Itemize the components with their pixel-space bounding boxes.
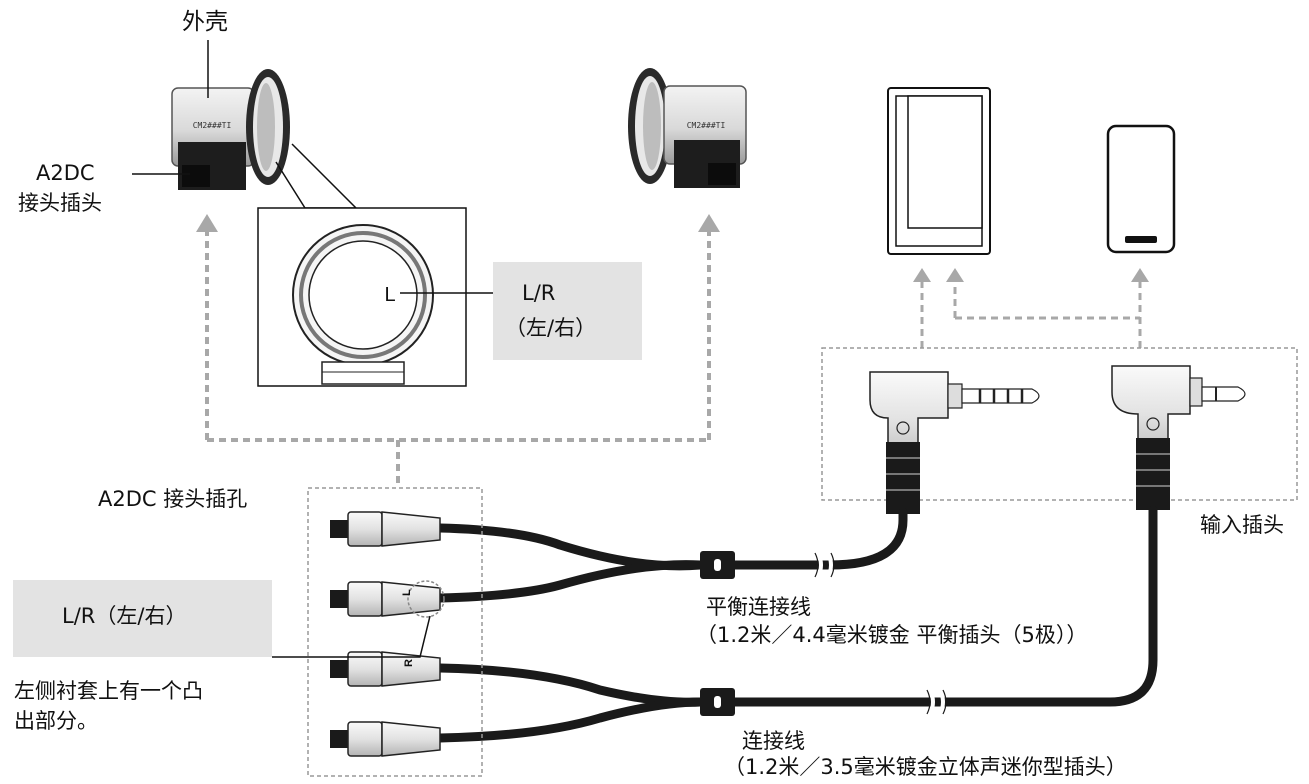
- lr-top-label-line1: L/R: [522, 281, 556, 305]
- smartphone-icon: [1106, 124, 1176, 254]
- dashed-path-to-devices: [920, 282, 1142, 348]
- cable-splitter-balanced: [700, 551, 735, 579]
- lr-left-label: L/R（左/右）: [62, 604, 187, 628]
- balanced-plug: [869, 371, 1040, 514]
- lr-left-leader-line: [272, 615, 431, 658]
- lr-top-box: [493, 262, 642, 360]
- cable-splitter-standard: [700, 688, 735, 716]
- left-note-line2: 出部分。: [14, 709, 98, 733]
- a2dc-connector-balanced-l: L: [330, 580, 445, 618]
- arrowhead-player-b: [946, 268, 964, 282]
- connector-mark-r: R: [403, 659, 415, 667]
- balanced-cable-label-line2: （1.2米／4.4毫米镀金 平衡插头（5极））: [696, 623, 1088, 647]
- a2dc-plug-label-line1: A2DC: [36, 161, 95, 185]
- ring-letter-l: L: [384, 284, 395, 306]
- cable-break-outline: [814, 552, 947, 715]
- arrowhead-right-earphone: [698, 214, 720, 232]
- earphone-right-model: CM2###TI: [687, 121, 726, 130]
- earphone-left-model: CM2###TI: [193, 121, 232, 130]
- balanced-cable-label-line1: 平衡连接线: [706, 595, 811, 619]
- zoom-callout-lines: [275, 143, 358, 209]
- connector-mark-l: L: [401, 589, 413, 596]
- a2dc-connector-balanced-r: [330, 511, 441, 547]
- left-note-line1: 左侧衬套上有一个凸: [14, 679, 203, 703]
- cables: [435, 505, 1158, 743]
- a2dc-connectors: L R: [330, 511, 445, 757]
- a2dc-jack-label: A2DC 接头插孔: [98, 487, 248, 511]
- cable-break-marks: [816, 552, 945, 715]
- lr-top-label-line2: （左/右）: [505, 316, 597, 340]
- stereo-mini-plug: [1111, 365, 1246, 510]
- earphone-right: CM2###TI: [628, 68, 747, 188]
- a2dc-connector-standard-l: [330, 721, 441, 757]
- arrowhead-phone: [1131, 268, 1149, 282]
- input-plug-label: 输入插头: [1200, 513, 1284, 537]
- lr-left-box: [13, 580, 272, 657]
- a2dc-connector-standard-r: R: [330, 651, 441, 687]
- a2dc-plug-label-line2: 接头插头: [18, 191, 102, 215]
- player-device-icon: [887, 87, 991, 255]
- zoomed-ring: L: [292, 224, 434, 385]
- arrowhead-player-a: [913, 268, 931, 282]
- std-cable-label-line2: （1.2米／3.5毫米镀金立体声迷你型插头）: [724, 755, 1127, 779]
- dashed-path-to-earphones: [205, 232, 711, 488]
- earphone-left: CM2###TI: [171, 69, 290, 190]
- shell-label: 外壳: [182, 9, 228, 35]
- arrowhead-left-earphone: [196, 214, 218, 232]
- a2dc-jack-box: [307, 487, 483, 777]
- input-plug-box: [821, 347, 1298, 501]
- std-cable-label-line1: 连接线: [742, 729, 805, 753]
